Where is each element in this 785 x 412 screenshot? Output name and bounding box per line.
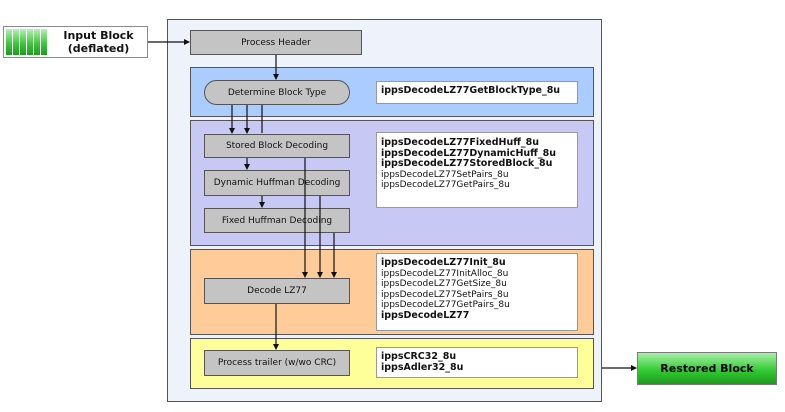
lz77-functions: ippsDecodeLZ77Init_8u ippsDecodeLZ77Init… xyxy=(376,253,578,331)
input-block-label-line1: Input Block xyxy=(63,29,134,42)
trailer-functions: ippsCRC32_8u ippsAdler32_8u xyxy=(376,347,578,378)
restored-block: Restored Block xyxy=(637,352,777,385)
function-name: ippsDecodeLZ77GetPairs_8u xyxy=(381,300,510,311)
function-name: ippsDecodeLZ77GetSize_8u xyxy=(381,279,507,290)
block-type-functions: ippsDecodeLZ77GetBlockType_8u xyxy=(376,81,578,104)
input-block: Input Block (deflated) xyxy=(3,26,148,58)
function-name: ippsDecodeLZ77InitAlloc_8u xyxy=(381,268,509,279)
determine-block-type-box: Determine Block Type xyxy=(204,80,350,105)
function-name: ippsDecodeLZ77Init_8u xyxy=(381,257,506,268)
function-name: ippsDecodeLZ77DynamicHuff_8u xyxy=(381,147,556,159)
stored-block-decoding-box: Stored Block Decoding xyxy=(204,134,350,158)
input-block-label-line2: (deflated) xyxy=(67,42,130,55)
function-name: ippsDecodeLZ77SetPairs_8u xyxy=(381,169,509,180)
restored-block-label: Restored Block xyxy=(660,362,754,375)
function-name: ippsDecodeLZ77GetBlockType_8u xyxy=(381,85,561,96)
input-block-bars xyxy=(4,27,50,57)
function-name: ippsDecodeLZ77GetPairs_8u xyxy=(381,180,510,191)
function-name: ippsCRC32_8u xyxy=(381,351,457,362)
function-name: ippsDecodeLZ77SetPairs_8u xyxy=(381,289,509,300)
function-name: ippsDecodeLZ77 xyxy=(381,309,470,321)
function-name: ippsDecodeLZ77StoredBlock_8u xyxy=(381,158,553,170)
dynamic-huffman-decoding-box: Dynamic Huffman Decoding xyxy=(204,170,350,196)
process-header-box: Process Header xyxy=(190,30,362,55)
function-name: ippsDecodeLZ77FixedHuff_8u xyxy=(381,137,540,148)
function-name: ippsAdler32_8u xyxy=(381,361,464,373)
process-trailer-box: Process trailer (w/wo CRC) xyxy=(204,350,350,376)
fixed-huffman-decoding-box: Fixed Huffman Decoding xyxy=(204,208,350,233)
decoding-functions: ippsDecodeLZ77FixedHuff_8u ippsDecodeLZ7… xyxy=(376,132,578,208)
decode-lz77-box: Decode LZ77 xyxy=(204,278,350,304)
input-block-label: Input Block (deflated) xyxy=(50,29,147,55)
